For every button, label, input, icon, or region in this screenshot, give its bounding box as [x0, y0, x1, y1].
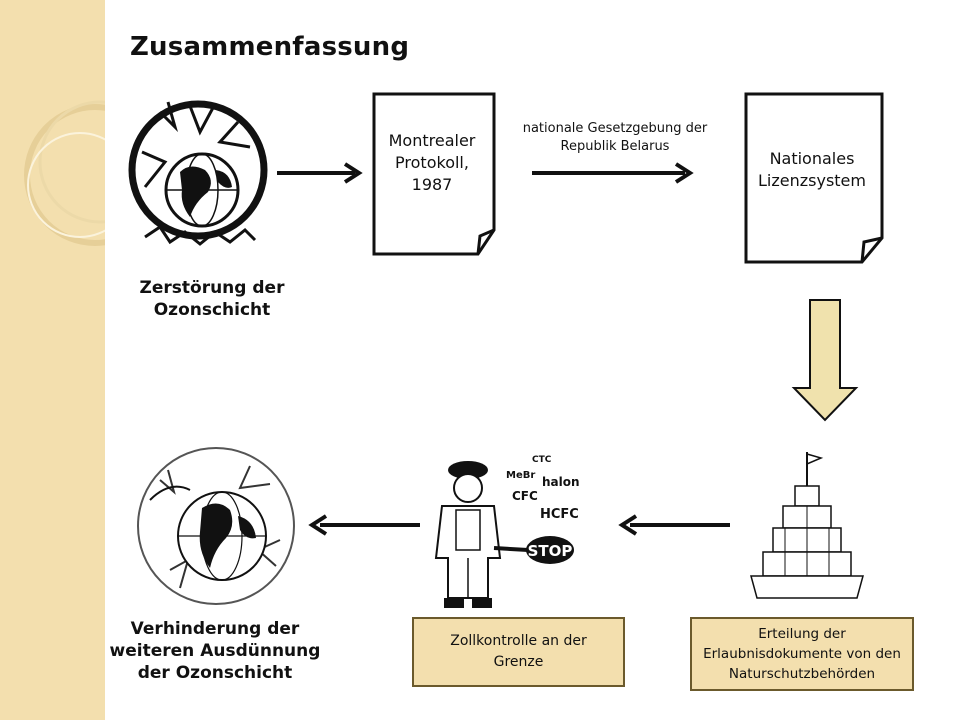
permits-box: Erteilung der Erlaubnisdokumente von den… [690, 617, 914, 691]
stop-sign-label: STOP [528, 542, 573, 560]
substance-label: MeBr [506, 470, 535, 481]
substance-label: HCFC [540, 507, 579, 522]
document-shape [744, 92, 884, 264]
decorative-sidebar [0, 0, 105, 720]
government-building-icon [750, 452, 864, 599]
montreal-protocol-label: Montrealer Protokoll, 1987 [388, 131, 476, 194]
decorative-rings [24, 100, 105, 246]
legislation-label: nationale Gesetzgebung der Republik Bela… [522, 121, 708, 154]
substance-label: halon [542, 475, 580, 489]
arrow-right [277, 162, 363, 184]
document-shape [372, 92, 496, 256]
customs-officer-icon: STOP CTC MeBr halon CFC HCFC [434, 455, 580, 608]
customs-box: Zollkontrolle an der Grenze [412, 617, 625, 687]
arrow-left [618, 514, 730, 536]
permits-label: Erteilung der Erlaubnisdokumente von den… [703, 626, 901, 682]
slide-title: Zusammenfassung [130, 32, 410, 62]
cracked-globe-icon [128, 100, 268, 246]
arrow-right [532, 162, 694, 184]
substance-label: CTC [532, 455, 552, 465]
ozone-destruction-caption: Zerstörung der Ozonschicht [139, 278, 285, 320]
arrow-left [308, 514, 420, 536]
prevention-caption: Verhinderung der weiteren Ausdünnung der… [109, 619, 321, 683]
substance-label: CFC [512, 489, 538, 503]
healed-globe-icon [137, 447, 295, 605]
licensing-label: Nationales Lizenzsystem [758, 149, 866, 190]
customs-label: Zollkontrolle an der Grenze [450, 633, 587, 670]
arrow-down [791, 299, 859, 422]
